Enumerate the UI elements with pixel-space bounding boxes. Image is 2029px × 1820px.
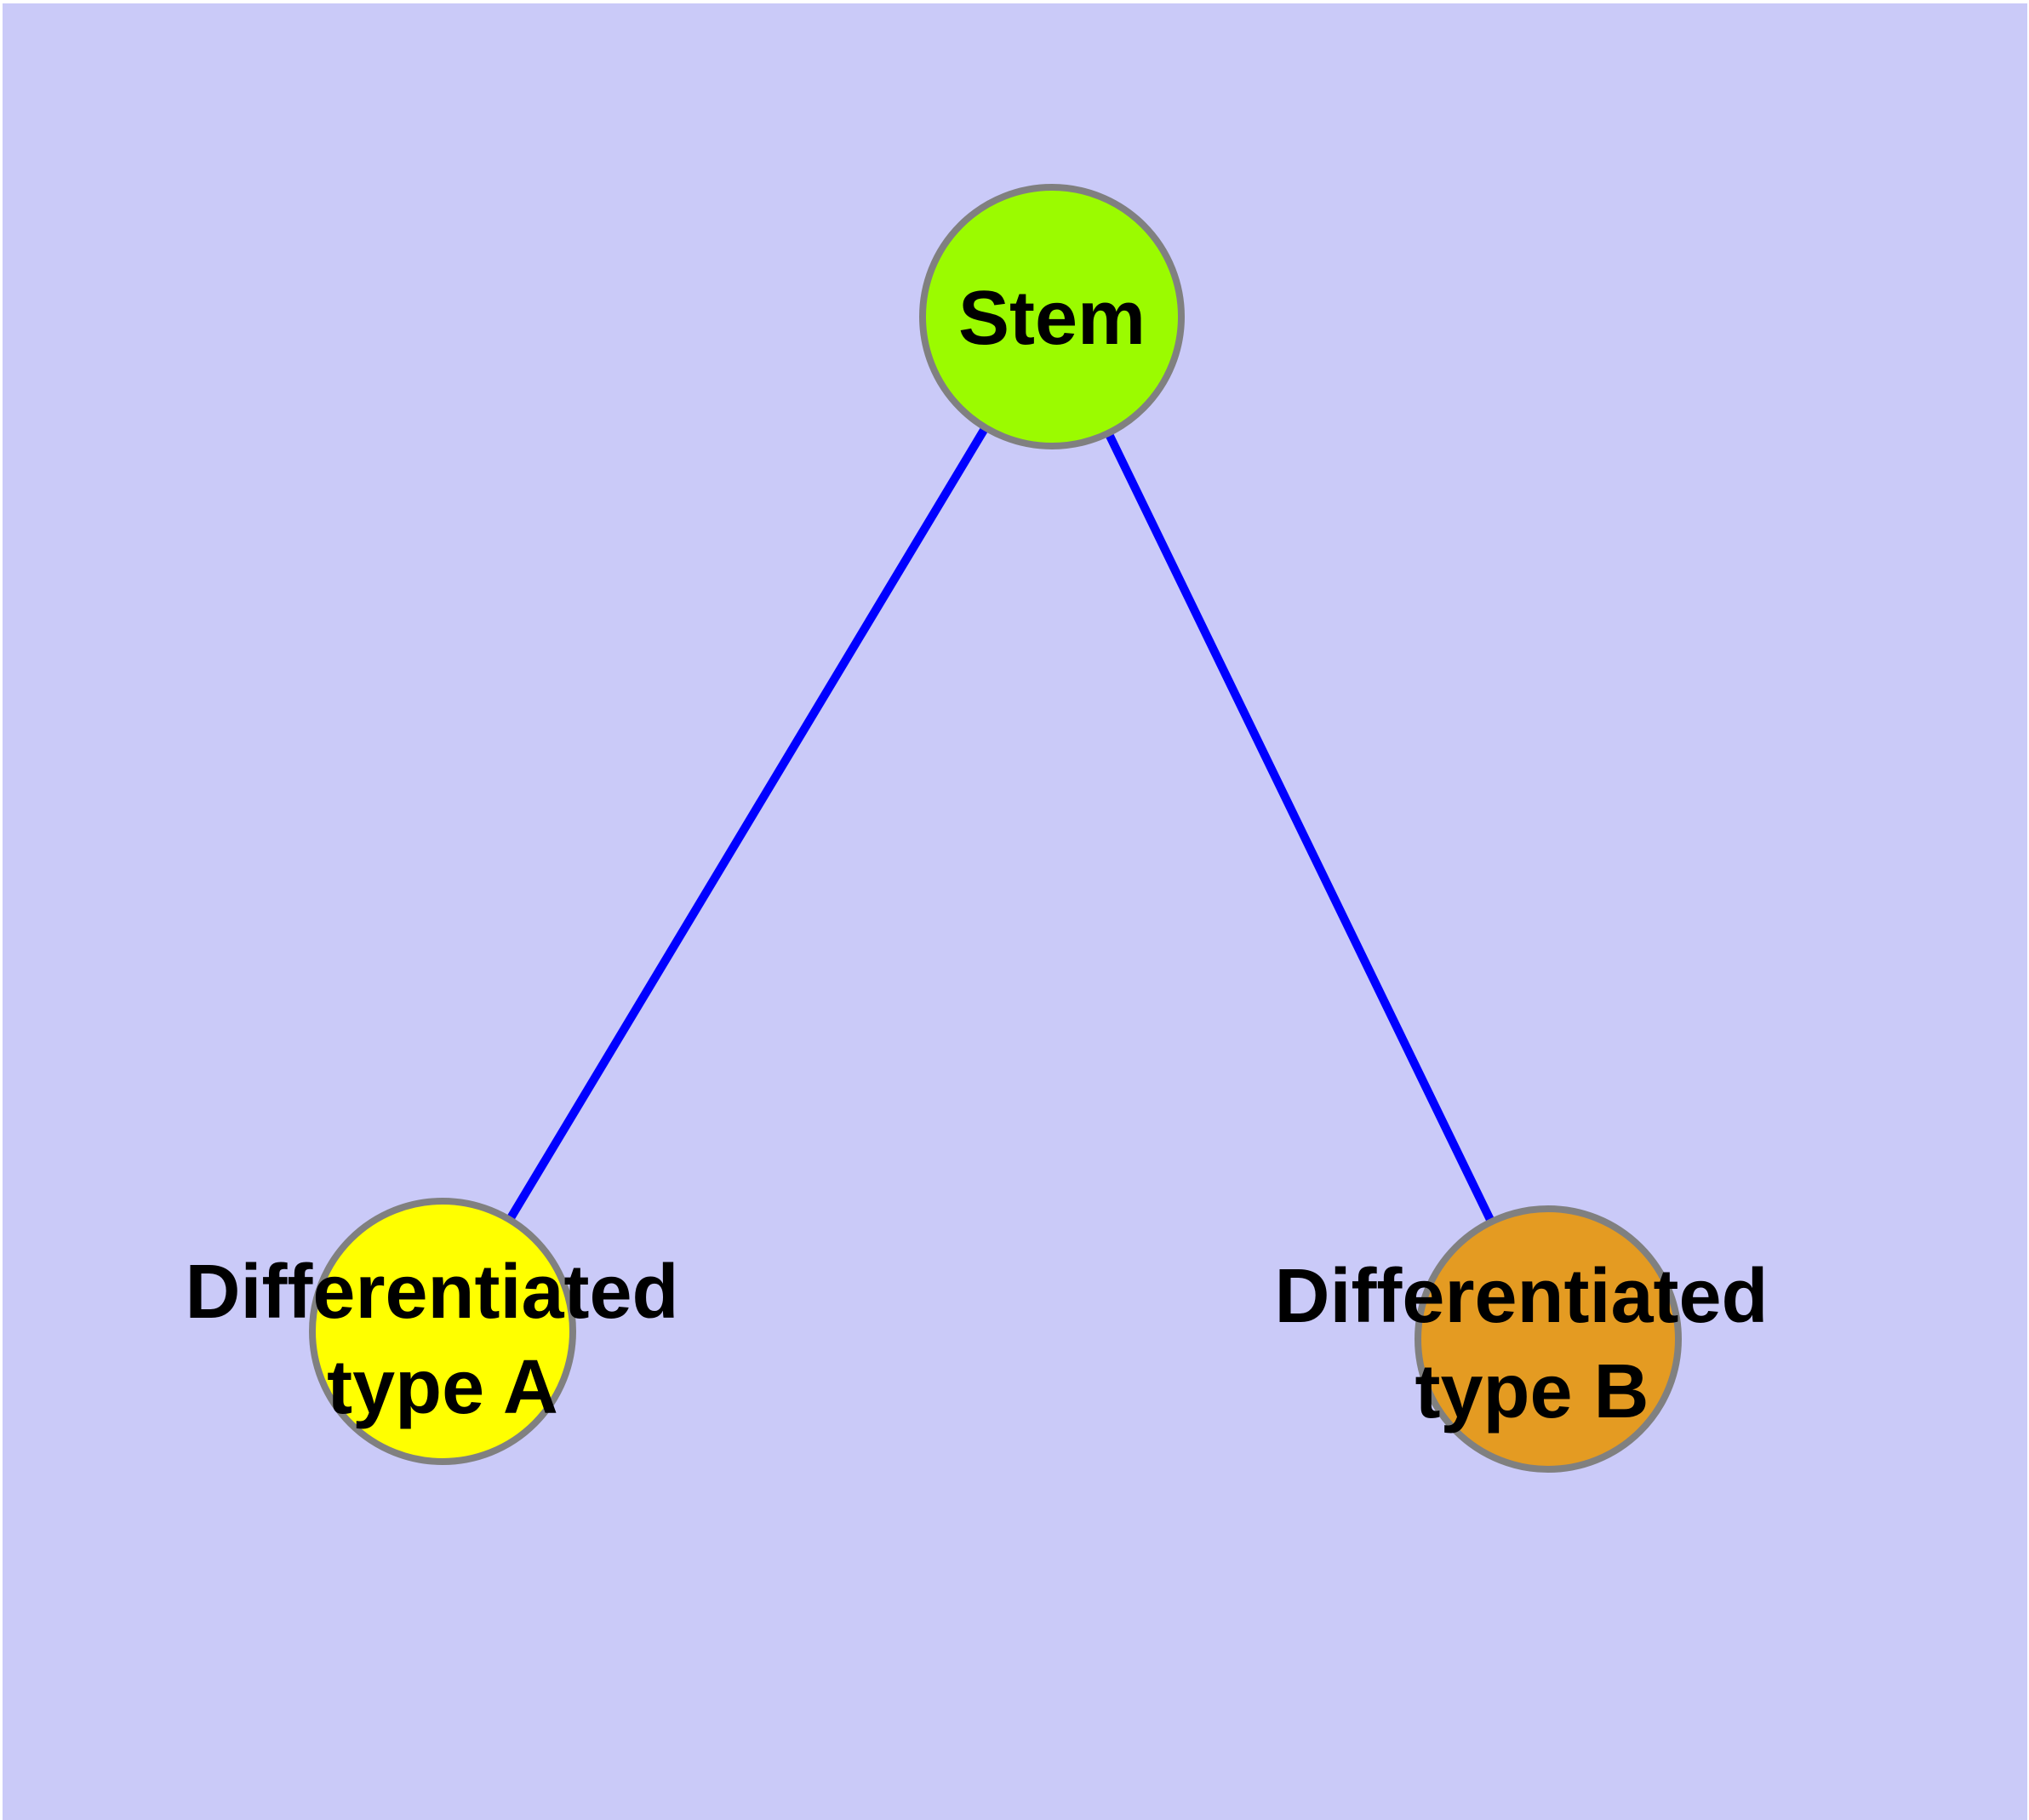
node-label-group: Stem Differentiated type A Differentiate… — [185, 276, 1789, 1434]
node-stem-label-line-1: Stem — [958, 276, 1146, 361]
node-stem-label: Stem — [958, 276, 1146, 361]
node-differentiated-type-b-label-line-2: type B — [1415, 1349, 1649, 1434]
edge-stem-to-type-a-line — [438, 312, 1056, 1336]
node-differentiated-type-a-label-line-2: type A — [327, 1345, 558, 1430]
node-differentiated-type-a-circle — [309, 1198, 576, 1465]
node-group — [309, 184, 1682, 1473]
node-stem-circle — [919, 184, 1185, 449]
node-differentiated-type-b-circle — [1415, 1205, 1682, 1473]
node-differentiated-type-b-label: Differentiated type B — [1274, 1254, 1789, 1434]
node-differentiated-type-a-label: Differentiated type A — [185, 1250, 700, 1430]
edge-group — [438, 312, 1552, 1343]
edge-stem-to-type-b-line — [1048, 312, 1552, 1343]
node-differentiated-type-a-label-line-1: Differentiated — [185, 1250, 678, 1335]
node-differentiated-type-b-label-line-1: Differentiated — [1274, 1254, 1768, 1339]
